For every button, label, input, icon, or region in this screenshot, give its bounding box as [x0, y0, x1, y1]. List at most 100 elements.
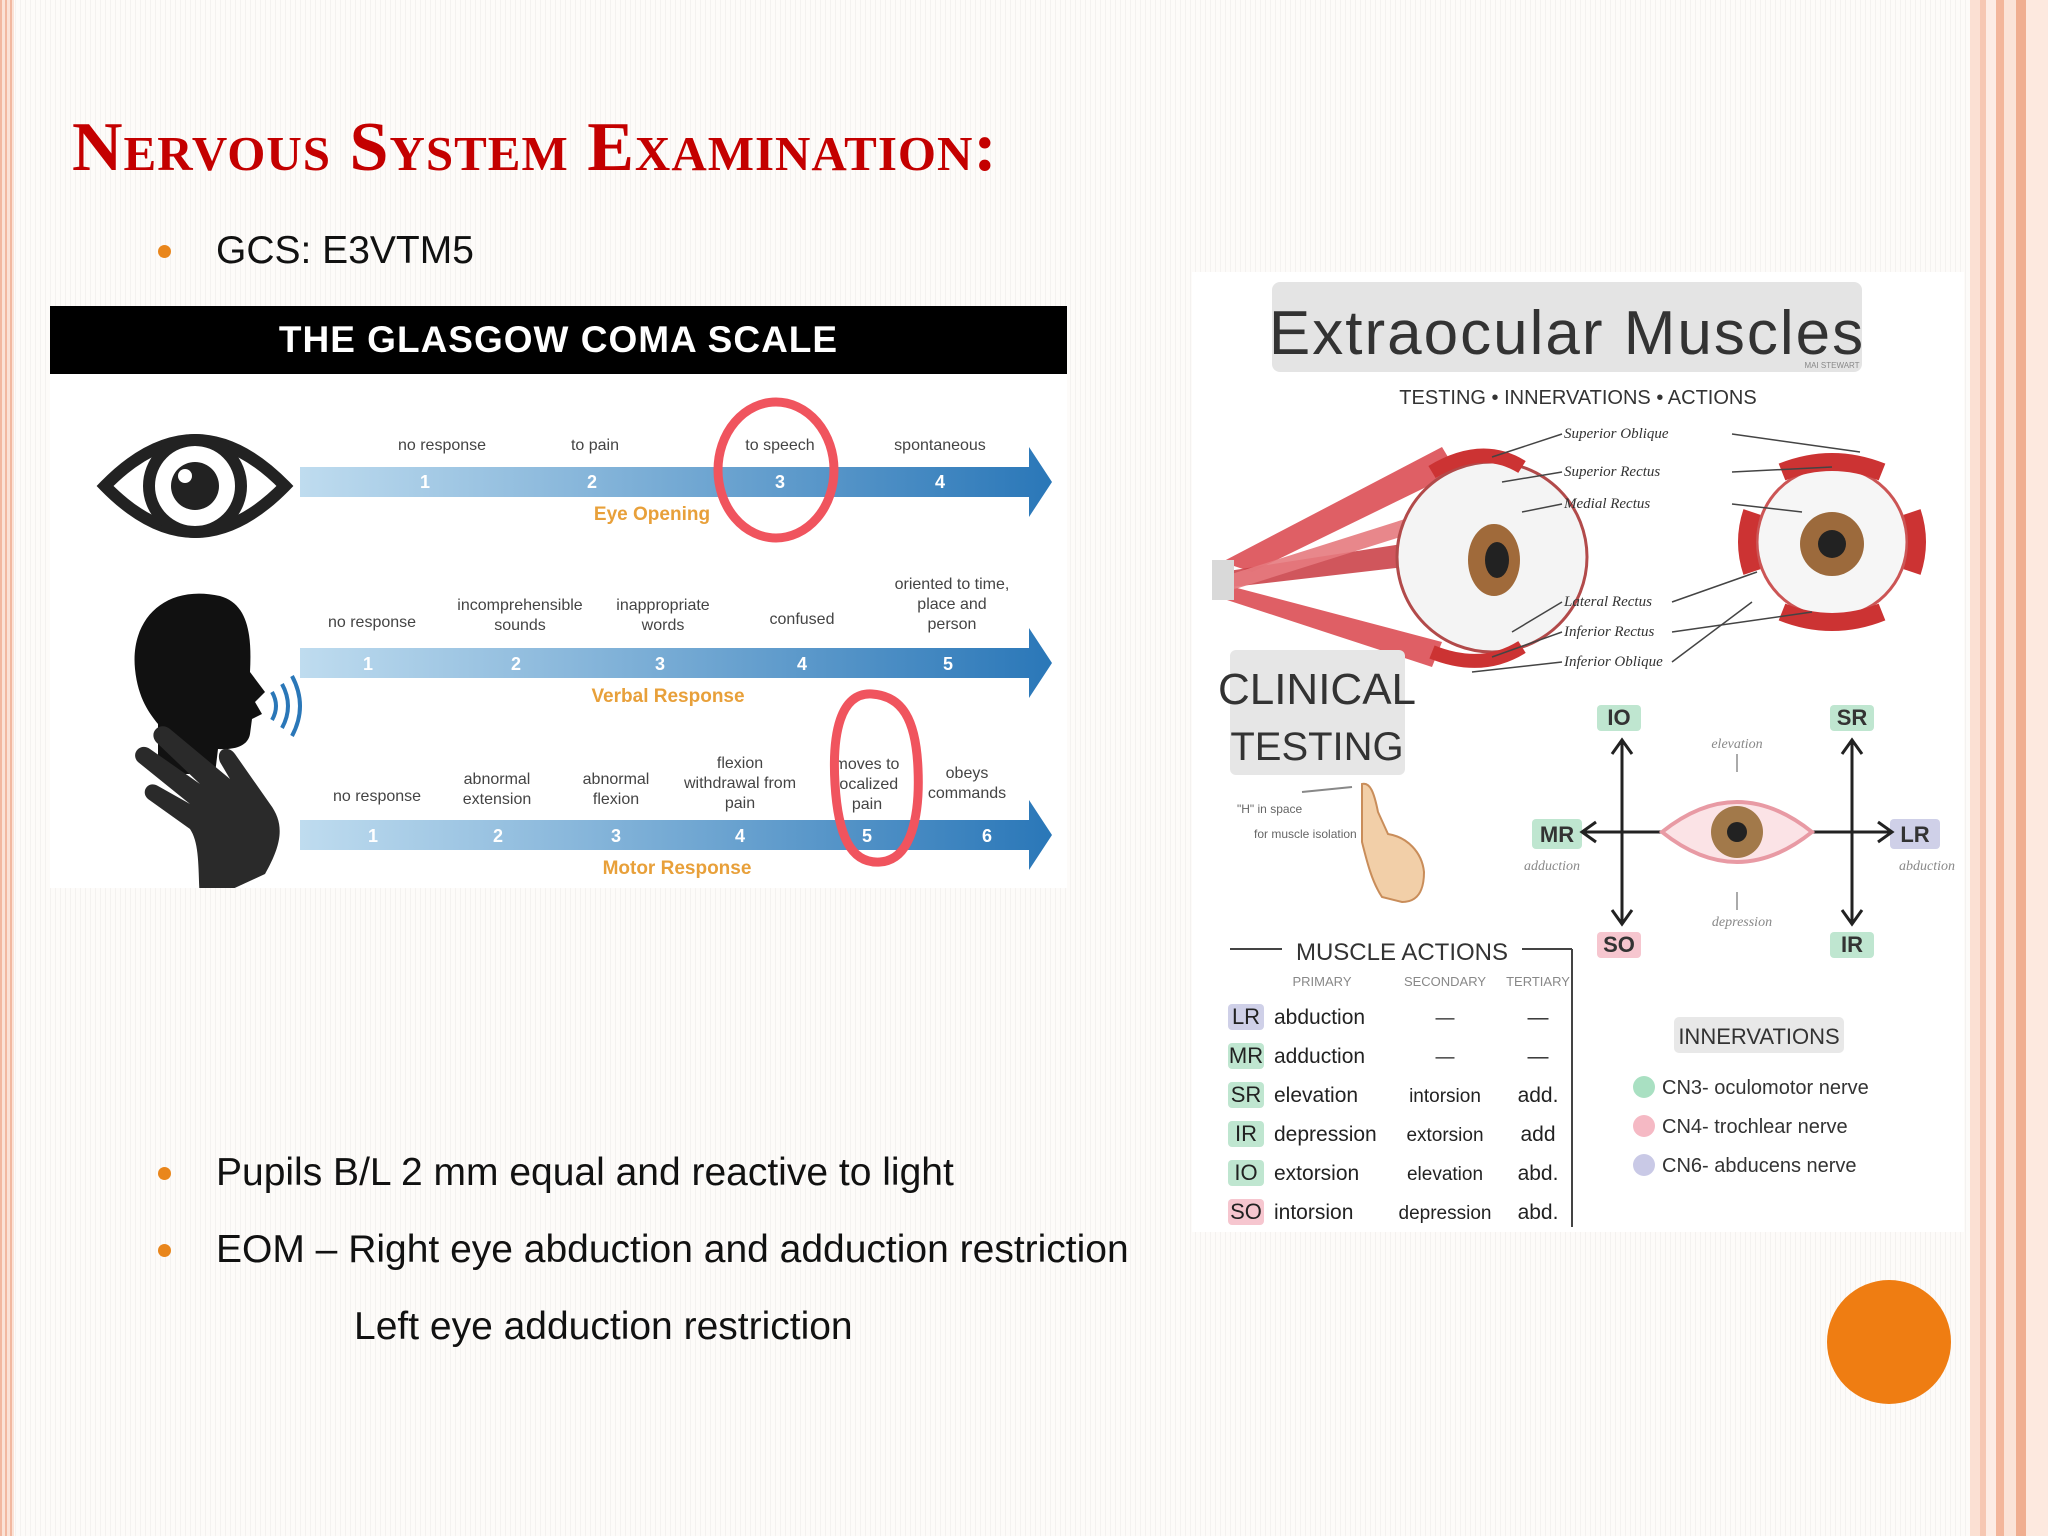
motor-step-5-line1: moves to [835, 756, 900, 773]
verbal-step-2-num: 2 [511, 654, 521, 674]
muscle-row-swatch [1228, 1004, 1264, 1030]
eye-opening-arrow [300, 447, 1052, 517]
hand-icon [135, 726, 280, 888]
speaking-head-icon [134, 593, 302, 774]
motor-response-label: Motor Response [603, 858, 752, 879]
cn6-color-dot [1633, 1154, 1655, 1176]
motor-step-4-line2: withdrawal from [683, 775, 796, 792]
verbal-step-4-label: confused [770, 611, 835, 628]
eye-icon [96, 434, 294, 538]
eom-subtitle: TESTING • INNERVATIONS • ACTIONS [1399, 387, 1756, 409]
col-primary: PRIMARY [1293, 974, 1352, 989]
selected-motor-score-circle [829, 689, 923, 867]
glasgow-coma-scale-figure: THE GLASGOW COMA SCALE [50, 306, 1067, 888]
muscle-row-muscle: IR [1235, 1121, 1257, 1146]
muscle-row-secondary: depression [1399, 1203, 1492, 1224]
verbal-step-5-line2: place and [917, 596, 986, 613]
muscle-row-primary: elevation [1274, 1084, 1358, 1107]
eye-step-1-label: no response [398, 437, 486, 454]
muscle-row-swatch [1228, 1199, 1264, 1225]
eye-opening-label: Eye Opening [594, 504, 710, 525]
label-superior-oblique: Superior Oblique [1564, 426, 1669, 442]
verbal-step-4-num: 4 [797, 654, 807, 674]
motor-step-5-line2: localized [836, 776, 898, 793]
direction-depression: depression [1712, 915, 1772, 930]
direction-adduction: adduction [1524, 859, 1580, 874]
muscle-row-muscle: IO [1234, 1160, 1257, 1185]
muscle-row-secondary: — [1436, 1047, 1455, 1068]
eye-step-4-num: 4 [935, 472, 945, 492]
muscle-row-primary: extorsion [1274, 1162, 1359, 1185]
pointing-finger-icon [1361, 782, 1426, 904]
verbal-step-1-label: no response [328, 614, 416, 631]
h-note-arrow [1301, 786, 1353, 793]
h-note-line1: "H" in space [1237, 802, 1303, 816]
verbal-step-1-num: 1 [363, 654, 373, 674]
innervations-key: INNERVATIONS CN3- oculomotor nerve CN4- … [1633, 1017, 1869, 1177]
direction-io: IO [1607, 705, 1630, 730]
motor-response-arrow [300, 800, 1052, 870]
col-secondary: SECONDARY [1404, 974, 1486, 989]
selected-eye-score-circle [713, 397, 839, 543]
muscle-row-swatch [1228, 1160, 1264, 1186]
motor-step-6-num: 6 [982, 826, 992, 846]
motor-step-1-label: no response [333, 788, 421, 805]
direction-elevation: elevation [1711, 737, 1762, 752]
eom-left-eye-line: Left eye adduction restriction [354, 1305, 853, 1348]
muscle-row-swatch [1228, 1082, 1264, 1108]
muscle-row-swatch [1228, 1121, 1264, 1147]
motor-step-2-line2: extension [463, 791, 532, 808]
direction-abduction: abduction [1899, 859, 1955, 874]
verbal-response-arrow [300, 628, 1052, 698]
direction-ir: IR [1841, 932, 1863, 957]
muscle-actions-title: MUSCLE ACTIONS [1296, 939, 1508, 966]
label-inferior-oblique: Inferior Oblique [1563, 654, 1663, 670]
muscle-row-primary: abduction [1274, 1006, 1365, 1029]
motor-step-4-line1: flexion [717, 755, 763, 772]
motor-step-6-line2: commands [928, 785, 1006, 802]
label-lateral-rectus: Lateral Rectus [1563, 594, 1652, 610]
verbal-step-5-line1: oriented to time, [895, 576, 1010, 593]
h-note-line2: for muscle isolation [1254, 827, 1357, 841]
col-tertiary: TERTIARY [1506, 974, 1570, 989]
extraocular-muscles-figure: Extraocular Muscles MAI STEWART TESTING … [1192, 272, 1964, 1232]
innervations-title: INNERVATIONS [1678, 1024, 1839, 1049]
verbal-step-5-line3: person [928, 616, 977, 633]
muscle-row-tertiary: add. [1518, 1084, 1559, 1107]
eom-diagram: Extraocular Muscles MAI STEWART TESTING … [1212, 282, 1955, 1227]
verbal-response-label: Verbal Response [591, 686, 744, 707]
eom-title: Extraocular Muscles [1269, 299, 1865, 368]
muscle-row-tertiary: — [1528, 1045, 1549, 1068]
bullet-gcs: GCS: E3VTM5 [158, 229, 474, 272]
h-pattern-testing-diagram [1532, 705, 1940, 958]
verbal-step-3-line1: inappropriate [616, 597, 710, 614]
gcs-header: THE GLASGOW COMA SCALE [50, 306, 1067, 374]
left-border-stripe [0, 0, 14, 1536]
direction-lr: LR [1900, 822, 1929, 847]
cn3-color-dot [1633, 1076, 1655, 1098]
verbal-step-2-line2: sounds [494, 617, 546, 634]
muscle-row-muscle: LR [1232, 1004, 1260, 1029]
eom-author: MAI STEWART [1804, 361, 1859, 370]
motor-step-6-line1: obeys [946, 765, 989, 782]
motor-step-3-line2: flexion [593, 791, 639, 808]
muscle-row-tertiary: abd. [1518, 1201, 1559, 1224]
muscle-row-muscle: MR [1229, 1043, 1263, 1068]
direction-sr: SR [1837, 705, 1868, 730]
eom-title-background [1272, 282, 1862, 372]
motor-step-2-line1: abnormal [464, 771, 531, 788]
eye-step-4-label: spontaneous [894, 437, 986, 454]
eye-step-3-label: to speech [745, 437, 814, 454]
motor-step-5-line3: pain [852, 796, 882, 813]
motor-step-4-num: 4 [735, 826, 745, 846]
verbal-step-2-line1: incomprehensible [457, 597, 583, 614]
muscle-row-muscle: SO [1230, 1199, 1262, 1224]
motor-step-4-line3: pain [725, 795, 755, 812]
bullet-pupils: Pupils B/L 2 mm equal and reactive to li… [158, 1151, 954, 1194]
cn4-color-dot [1633, 1115, 1655, 1137]
motor-step-2-num: 2 [493, 826, 503, 846]
clinical-testing-line2: TESTING [1230, 725, 1403, 769]
muscle-row-secondary: intorsion [1409, 1086, 1481, 1107]
decorative-orange-circle [1827, 1280, 1951, 1404]
muscle-row-primary: adduction [1274, 1045, 1365, 1068]
